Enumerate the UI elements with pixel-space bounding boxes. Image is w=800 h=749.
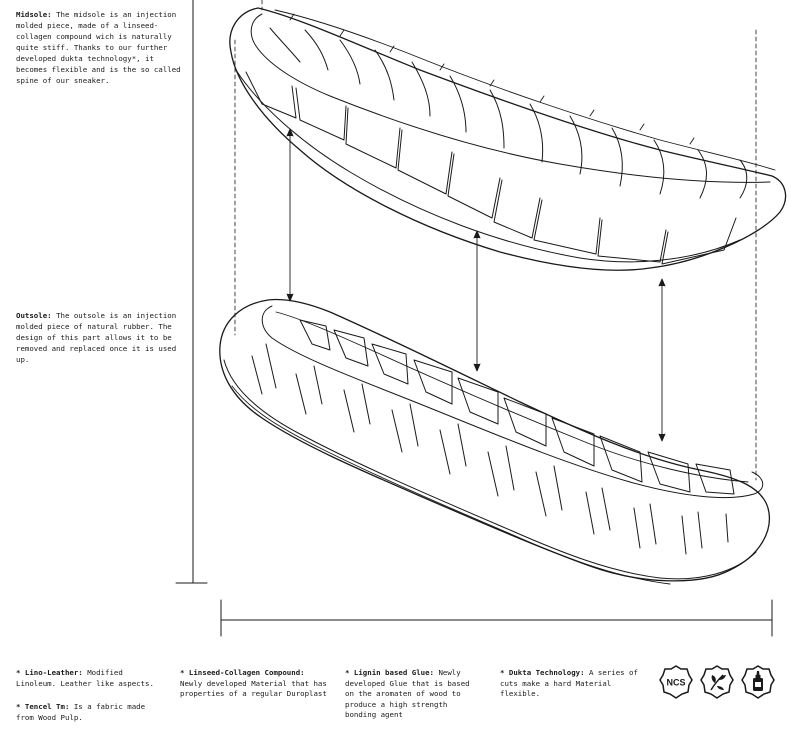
footnote-text: Newly developed Glue that is based on th… — [345, 668, 470, 719]
footnote-text: A series of cuts make a hard Material fl… — [500, 668, 638, 698]
footnote-text: Is a fabric made from Wood Pulp. — [16, 702, 146, 722]
outsole-note-text: The outsole is an injection molded piece… — [16, 311, 177, 364]
footnote-title: * Lignin based Glue: — [345, 668, 434, 677]
footnote-linseed-collagen: * Linseed-Collagen Compound: Newly devel… — [180, 668, 330, 700]
footnote-lignin-glue: * Lignin based Glue: Newly developed Glu… — [345, 668, 481, 721]
footnote-dukta: * Dukta Technology: A series of cuts mak… — [500, 668, 640, 700]
footnote-text: Modified Linoleum. Leather like aspects. — [16, 668, 154, 688]
footnote-tencel: * Tencel Tm: Is a fabric made from Wood … — [16, 702, 164, 723]
footnote-lino-leather: * Lino-Leather: Modified Linoleum. Leath… — [16, 668, 164, 689]
ncs-badge-icon: NCS — [659, 665, 693, 699]
ncs-badge-label: NCS — [666, 678, 685, 688]
footnote-title: * Lino-Leather: — [16, 668, 83, 677]
footnote-title: * Linseed-Collagen Compound: — [180, 668, 305, 677]
footnote-title: * Dukta Technology: — [500, 668, 585, 677]
midsole-note: Midsole: The midsole is an injection mol… — [16, 9, 186, 86]
outsole-note-title: Outsole: — [16, 311, 52, 320]
dimension-line — [220, 599, 773, 637]
outsole-part — [219, 298, 770, 585]
midsole-note-title: Midsole: — [16, 10, 52, 19]
outsole-note: Outsole: The outsole is an injection mol… — [16, 310, 186, 365]
plant-leaf-icon — [700, 665, 734, 699]
footnote-text: Newly developed Material that has proper… — [180, 678, 327, 699]
assembly-arrows — [286, 128, 666, 442]
midsole-note-text: The midsole is an injection molded piece… — [16, 10, 181, 85]
glue-bottle-icon — [741, 665, 775, 699]
footnote-title: * Tencel Tm: — [16, 702, 70, 711]
midsole-part — [229, 7, 787, 271]
